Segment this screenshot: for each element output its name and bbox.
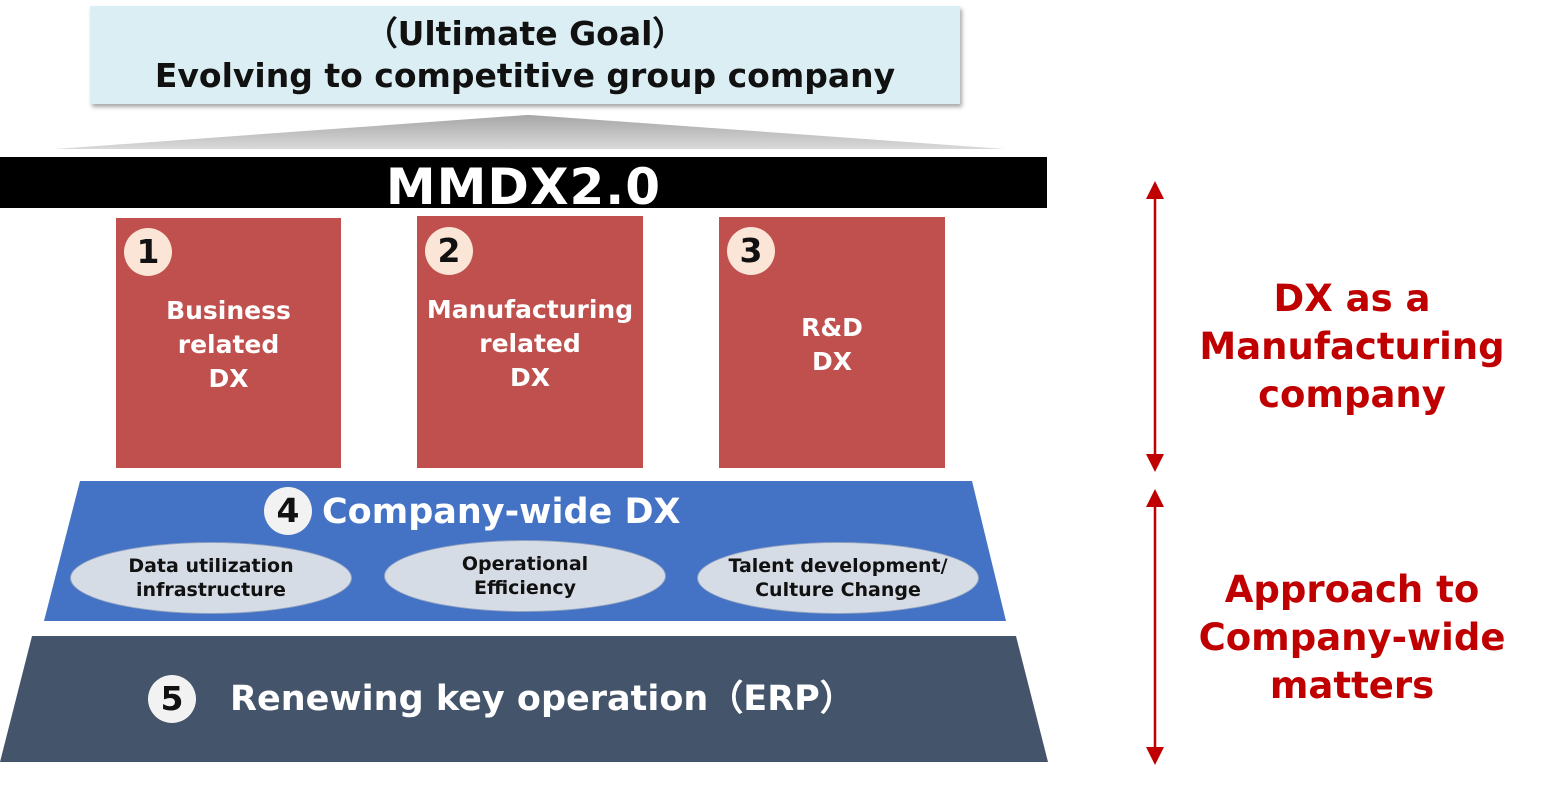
pillar-label: Business related DX (166, 296, 291, 393)
roof-shape (55, 115, 1005, 149)
number-badge-1: 1 (124, 228, 172, 276)
ultimate-goal-text: Evolving to competitive group company (154, 56, 896, 95)
pillar-manufacturing-dx: 2 Manufacturing related DX (417, 216, 643, 468)
item-line: Culture Change (755, 579, 921, 601)
pillar-business-dx: 1 Business related DX (116, 218, 341, 468)
pillar-label: R&D DX (801, 313, 863, 376)
operational-efficiency-item: Operational Efficiency (384, 540, 666, 612)
erp-label: Renewing key operation（ERP） (230, 679, 855, 719)
erp-foundation-layer (0, 636, 1048, 762)
pillar-rnd-dx: 3 R&D DX (719, 217, 945, 468)
arrow-head-down-icon (1146, 454, 1164, 472)
number-badge-2: 2 (425, 227, 473, 275)
pillar-label: Manufacturing related DX (426, 295, 634, 392)
mmdx-banner: MMDX2.0 (0, 157, 1047, 216)
number-badge-3: 3 (727, 227, 775, 275)
arrow-head-up-icon (1146, 489, 1164, 507)
item-line: Talent development/ (728, 555, 948, 577)
side-label-manufacturing: DX as a Manufacturing company (1199, 277, 1505, 416)
ultimate-goal-box: （Ultimate Goal） Evolving to competitive … (90, 6, 960, 104)
data-utilization-item: Data utilization infrastructure (70, 542, 352, 614)
number-badge-4: 4 (264, 487, 312, 535)
item-line: Operational (461, 553, 589, 575)
item-line: Efficiency (473, 577, 576, 599)
company-wide-dx-title: Company-wide DX (322, 492, 681, 532)
talent-development-item: Talent development/ Culture Change (697, 542, 979, 614)
arrow-head-up-icon (1146, 181, 1164, 199)
item-line: infrastructure (136, 579, 286, 601)
mmdx-banner-title: MMDX2.0 (385, 157, 662, 216)
side-label-company-wide: Approach to Company-wide matters (1198, 568, 1506, 707)
item-line: Data utilization (128, 555, 294, 577)
span-arrows (1146, 181, 1164, 765)
ultimate-goal-heading: （Ultimate Goal） (364, 14, 686, 53)
number-badge-5: 5 (148, 675, 196, 723)
arrow-head-down-icon (1146, 747, 1164, 765)
